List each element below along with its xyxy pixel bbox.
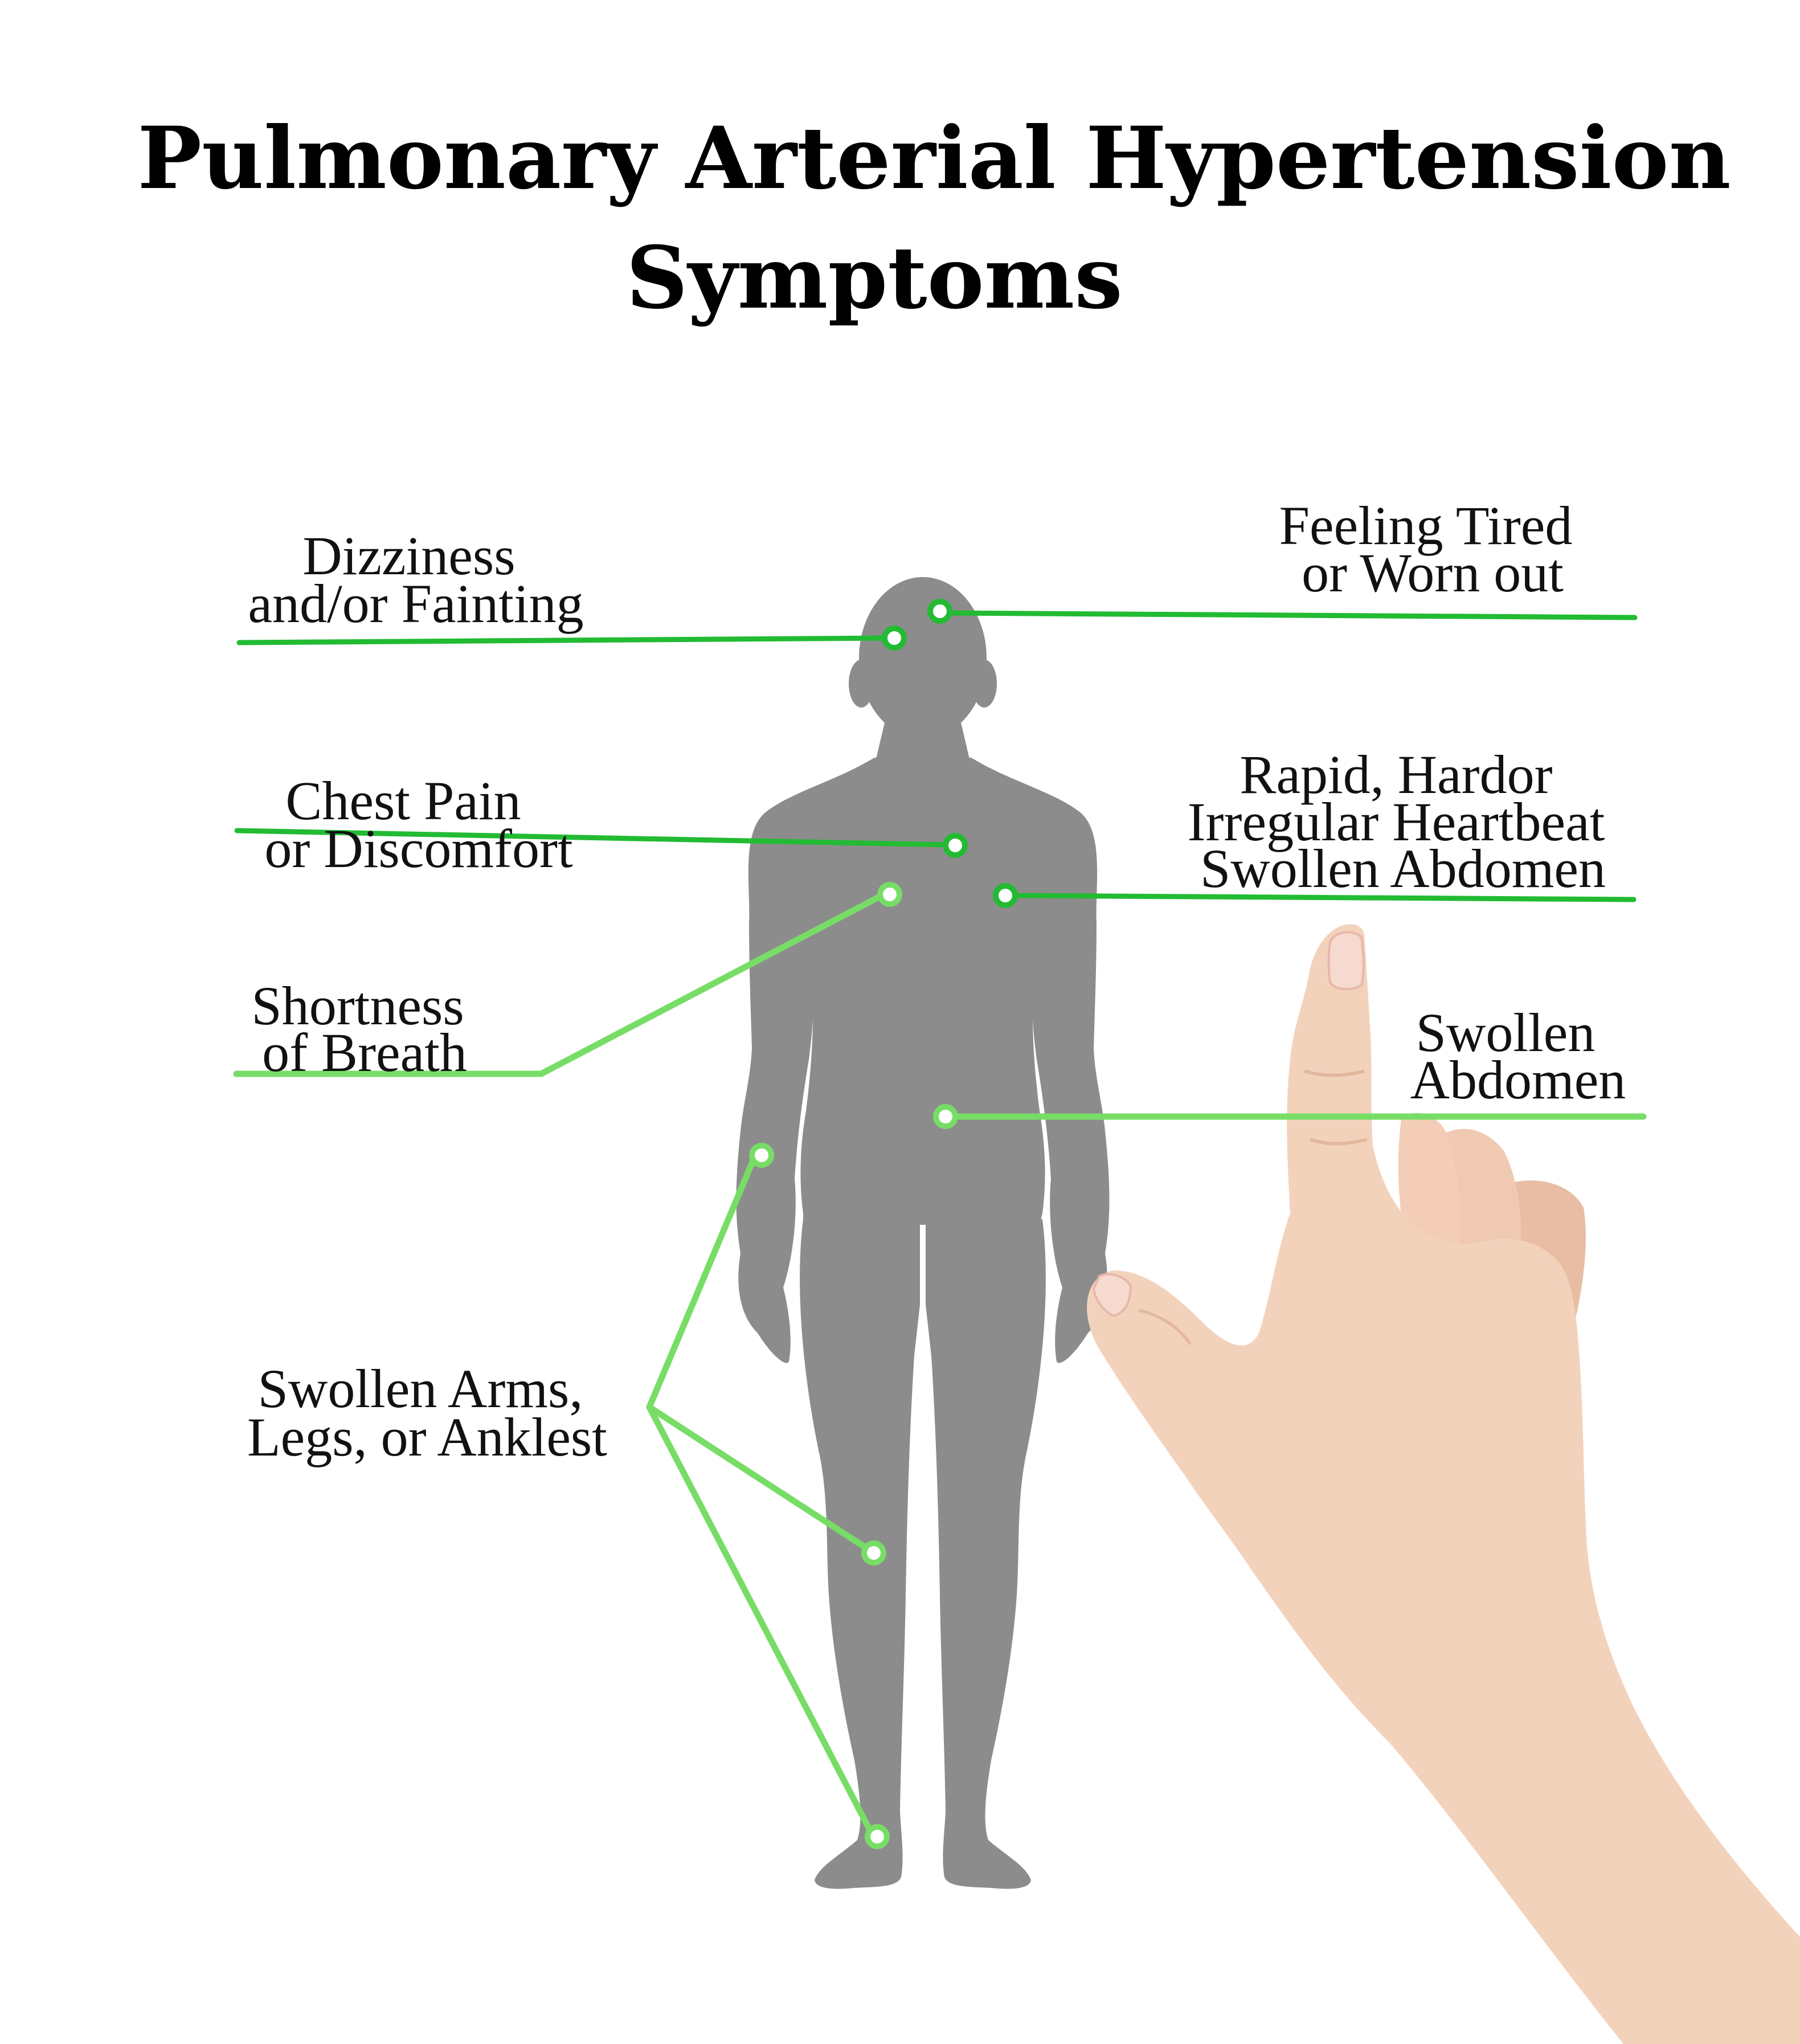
- circle-marker-icon: [861, 1540, 886, 1565]
- title-line-1: Pulmonary Arterial Hypertension: [137, 108, 1731, 209]
- connector-lines-light: [233, 892, 1647, 1837]
- title-line-2: Symptoms: [626, 228, 1123, 328]
- circle-marker-icon: [749, 1143, 774, 1168]
- line-breath: [233, 892, 885, 1077]
- circle-marker-icon: [882, 626, 907, 651]
- connector-lines-dark: [234, 610, 1638, 902]
- label-heartbeat: Rapid, Hardor Irregular Heartbeat Swolle…: [1188, 744, 1619, 899]
- line-heartbeat: [1014, 893, 1637, 902]
- label-tired: Feeling Tired or Worn out: [1279, 495, 1586, 603]
- line-tired: [946, 610, 1638, 620]
- circle-marker-icon: [943, 833, 968, 858]
- label-breath: Shortness of Breath: [251, 975, 477, 1083]
- pointing-hand-icon: [1087, 924, 1800, 2044]
- line-limbs-leg: [646, 1404, 874, 1554]
- line-limbs-arm: [646, 1153, 758, 1411]
- circle-marker-icon: [927, 599, 952, 624]
- label-dizziness: Dizziness and/or Fainting: [248, 525, 583, 634]
- markers: [749, 599, 1018, 1849]
- circle-marker-icon: [877, 882, 902, 907]
- label-chest: Chest Pain or Discomfort: [264, 770, 573, 879]
- label-limbs: Swollen Arms, Legs, or Anklest: [247, 1358, 607, 1467]
- circle-marker-icon: [993, 883, 1018, 908]
- line-dizziness: [236, 635, 887, 645]
- line-chest: [234, 828, 951, 848]
- circle-marker-icon: [933, 1104, 958, 1129]
- human-silhouette-icon: [736, 577, 1110, 1889]
- label-abdomen: Swollen Abdomen: [1410, 1002, 1626, 1110]
- line-limbs-ankle: [646, 1404, 875, 1837]
- circle-marker-icon: [865, 1824, 890, 1849]
